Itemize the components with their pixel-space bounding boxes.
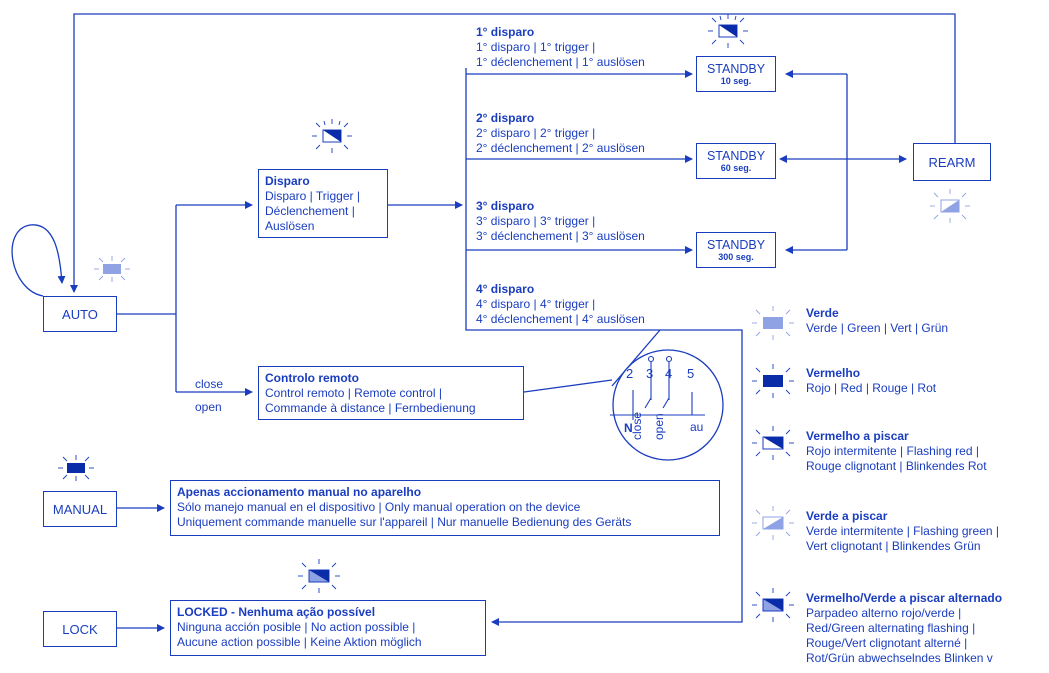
standby-label: STANDBY	[706, 61, 766, 76]
manual-description-box: Apenas accionamento manual no aparelho S…	[170, 480, 720, 536]
red-led-icon	[752, 364, 794, 398]
legend-item: Vermelho/Verde a piscar alternado Parpad…	[806, 591, 1002, 666]
trigger-title: 3° disparo	[476, 199, 535, 213]
trigger-line: 2° déclenchement | 2° auslösen	[476, 141, 645, 155]
legend-line: Rouge clignotant | Blinkendes Rot	[806, 459, 987, 473]
legend-item: Verde Verde | Green | Vert | Grün	[806, 306, 948, 336]
legend-title: Vermelho/Verde a piscar alternado	[806, 591, 1003, 605]
trigger-line: 2° disparo | 2° trigger |	[476, 126, 596, 140]
trigger-title: 1° disparo	[476, 25, 535, 39]
lock-desc-line: Aucune action possible | Keine Aktion mö…	[177, 635, 422, 649]
side-letter: n	[0, 336, 1, 351]
remote-close-label: close	[195, 377, 224, 391]
flashing-red-led-icon	[708, 14, 748, 48]
legend-item: Vermelho Rojo | Red | Rouge | Rot	[806, 366, 936, 396]
disparo-line: Disparo | Trigger |	[265, 189, 360, 203]
manual-mode-box[interactable]: MANUAL	[43, 491, 117, 527]
trigger-title: 4° disparo	[476, 282, 535, 296]
terminal-n-label: N	[624, 421, 633, 435]
terminal-aux-label: au	[690, 420, 704, 434]
standby-label: STANDBY	[706, 237, 766, 252]
terminal-open-label: open	[652, 413, 666, 440]
rearm-label: REARM	[928, 154, 976, 170]
legend-line: Rojo intermitente | Flashing red |	[806, 444, 979, 458]
trigger-line: 4° disparo | 4° trigger |	[476, 297, 596, 311]
trigger-3-text: 3° disparo 3° disparo | 3° trigger | 3° …	[476, 199, 645, 244]
standby-10-box[interactable]: STANDBY 10 seg.	[696, 56, 776, 92]
manual-label: MANUAL	[52, 501, 108, 517]
terminal-3-label: 3	[646, 366, 654, 381]
alternating-led-icon	[298, 559, 340, 593]
trigger-title: 2° disparo	[476, 111, 535, 125]
trigger-line: 1° disparo | 1° trigger |	[476, 40, 596, 54]
manual-desc-line: Uniquement commande manuelle sur l'appar…	[177, 515, 632, 529]
disparo-line: Déclenchement |	[265, 204, 355, 218]
auto-mode-box[interactable]: AUTO	[43, 296, 117, 332]
flashing-green-led-icon	[930, 189, 970, 223]
rearm-box[interactable]: REARM	[913, 143, 991, 181]
lock-mode-box[interactable]: LOCK	[43, 611, 117, 647]
legend-title: Verde	[806, 306, 839, 320]
legend-title: Vermelho	[806, 366, 861, 380]
legend-item: Vermelho a piscar Rojo intermitente | Fl…	[806, 429, 987, 474]
standby-time: 60 seg.	[720, 162, 752, 173]
green-led-icon	[752, 306, 794, 340]
lock-desc-title: LOCKED - Nenhuma ação possível	[177, 605, 376, 619]
red-led-icon	[58, 455, 94, 481]
remote-title: Controlo remoto	[265, 371, 359, 385]
manual-desc-title: Apenas accionamento manual no aparelho	[177, 485, 422, 499]
disparo-box[interactable]: Disparo Disparo | Trigger | Déclenchemen…	[258, 169, 388, 238]
disparo-line: Auslösen	[265, 219, 315, 233]
remote-control-box[interactable]: Controlo remoto Control remoto | Remote …	[258, 366, 524, 420]
legend-line: Red/Green alternating flashing |	[806, 621, 976, 635]
lock-desc-line: Ninguna acción posible | No action possi…	[177, 620, 416, 634]
terminal-block-diagram	[610, 349, 724, 461]
legend-item: Verde a piscar Verde intermitente | Flas…	[806, 509, 999, 554]
legend-line: Parpadeo alterno rojo/verde |	[806, 606, 962, 620]
alternating-led-icon	[752, 588, 794, 622]
lock-description-box: LOCKED - Nenhuma ação possível Ninguna a…	[170, 600, 486, 656]
legend-line: Vert clignotant | Blinkendes Grün	[806, 539, 981, 553]
trigger-line: 3° déclenchement | 3° auslösen	[476, 229, 645, 243]
lock-label: LOCK	[62, 621, 98, 637]
flashing-green-led-icon	[752, 506, 794, 540]
remote-line: Commande à distance | Fernbedienung	[265, 401, 476, 415]
legend-line: Rot/Grün abwechselndes Blinken v	[806, 651, 993, 665]
trigger-1-text: 1° disparo 1° disparo | 1° trigger | 1° …	[476, 25, 645, 70]
legend-line: Verde | Green | Vert | Grün	[806, 321, 949, 335]
trigger-4-text: 4° disparo 4° disparo | 4° trigger | 4° …	[476, 282, 645, 327]
legend-title: Vermelho a piscar	[806, 429, 909, 443]
terminal-2-label: 2	[626, 366, 634, 381]
legend-line: Verde intermitente | Flashing green |	[806, 524, 1000, 538]
auto-label: AUTO	[62, 306, 98, 322]
trigger-line: 1° déclenchement | 1° auslösen	[476, 55, 645, 69]
remote-line: Control remoto | Remote control |	[265, 386, 442, 400]
legend-line: Rouge/Vert clignotant alterné |	[806, 636, 968, 650]
standby-time: 300 seg.	[718, 251, 754, 262]
green-led-icon	[94, 256, 130, 282]
terminal-close-label: close	[630, 411, 644, 440]
legend-title: Verde a piscar	[806, 509, 888, 523]
legend-line: Rojo | Red | Rouge | Rot	[806, 381, 937, 395]
flashing-red-led-icon	[312, 119, 352, 153]
standby-label: STANDBY	[706, 148, 766, 163]
flashing-red-led-icon	[752, 426, 794, 460]
disparo-title: Disparo	[265, 174, 310, 188]
remote-open-label: open	[195, 400, 222, 414]
manual-desc-line: Sólo manejo manual en el dispositivo | O…	[177, 500, 581, 514]
trigger-line: 4° déclenchement | 4° auslösen	[476, 312, 645, 326]
standby-300-box[interactable]: STANDBY 300 seg.	[696, 232, 776, 268]
standby-time: 10 seg.	[720, 75, 752, 86]
trigger-line: 3° disparo | 3° trigger |	[476, 214, 596, 228]
trigger-2-text: 2° disparo 2° disparo | 2° trigger | 2° …	[476, 111, 645, 156]
standby-60-box[interactable]: STANDBY 60 seg.	[696, 143, 776, 179]
terminal-5-label: 5	[687, 366, 695, 381]
terminal-4-label: 4	[665, 366, 673, 381]
